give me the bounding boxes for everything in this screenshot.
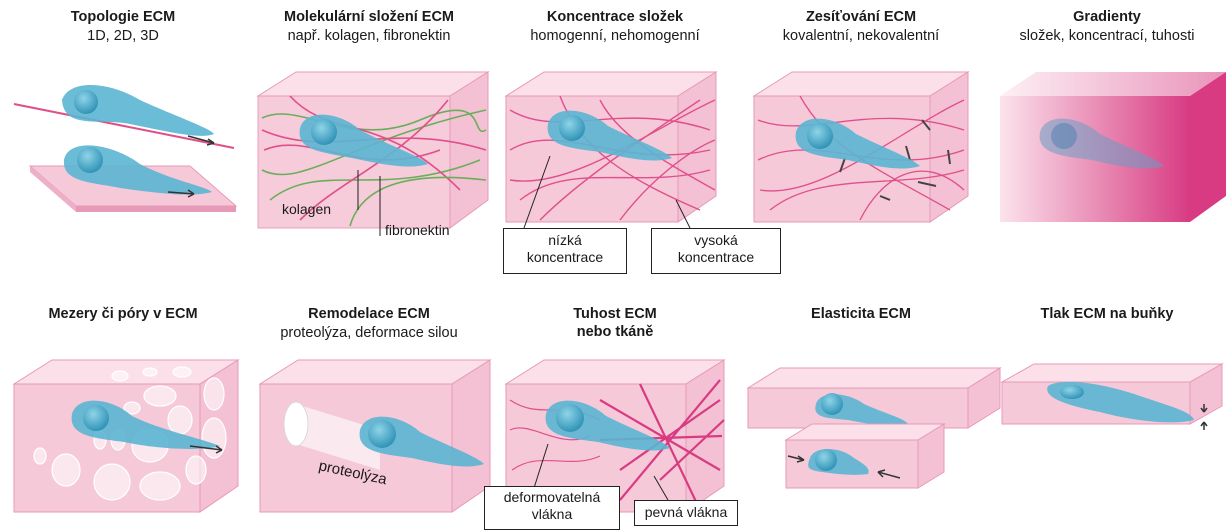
pressure-box <box>1002 364 1222 430</box>
callout-rigid-line1: pevná vlákna <box>641 504 731 521</box>
gradient-box <box>1000 72 1226 222</box>
remodeling-box <box>260 360 490 512</box>
label-fibronektin: fibronektin <box>385 222 450 238</box>
callout-low-line1: nízká <box>510 232 620 249</box>
callout-deformable-fibers: deformovatelná vlákna <box>484 486 620 530</box>
callout-low-concentration: nízká koncentrace <box>503 228 627 274</box>
callout-rigid-fibers: pevná vlákna <box>634 500 738 526</box>
elasticity-box-top <box>748 368 1000 428</box>
callout-high-line2: koncentrace <box>658 249 774 266</box>
callout-high-concentration: vysoká koncentrace <box>651 228 781 274</box>
callout-low-line2: koncentrace <box>510 249 620 266</box>
pores-box <box>14 360 238 512</box>
topology-1d-cell <box>14 85 234 148</box>
callout-deform-line1: deformovatelná <box>491 489 613 506</box>
callout-deform-line2: vlákna <box>491 506 613 523</box>
label-kolagen: kolagen <box>282 201 331 217</box>
callout-high-line1: vysoká <box>658 232 774 249</box>
concentration-box <box>506 72 716 228</box>
topology-2d-cell <box>30 145 236 212</box>
crosslinking-box <box>754 72 968 222</box>
elasticity-box-bottom <box>786 424 944 488</box>
